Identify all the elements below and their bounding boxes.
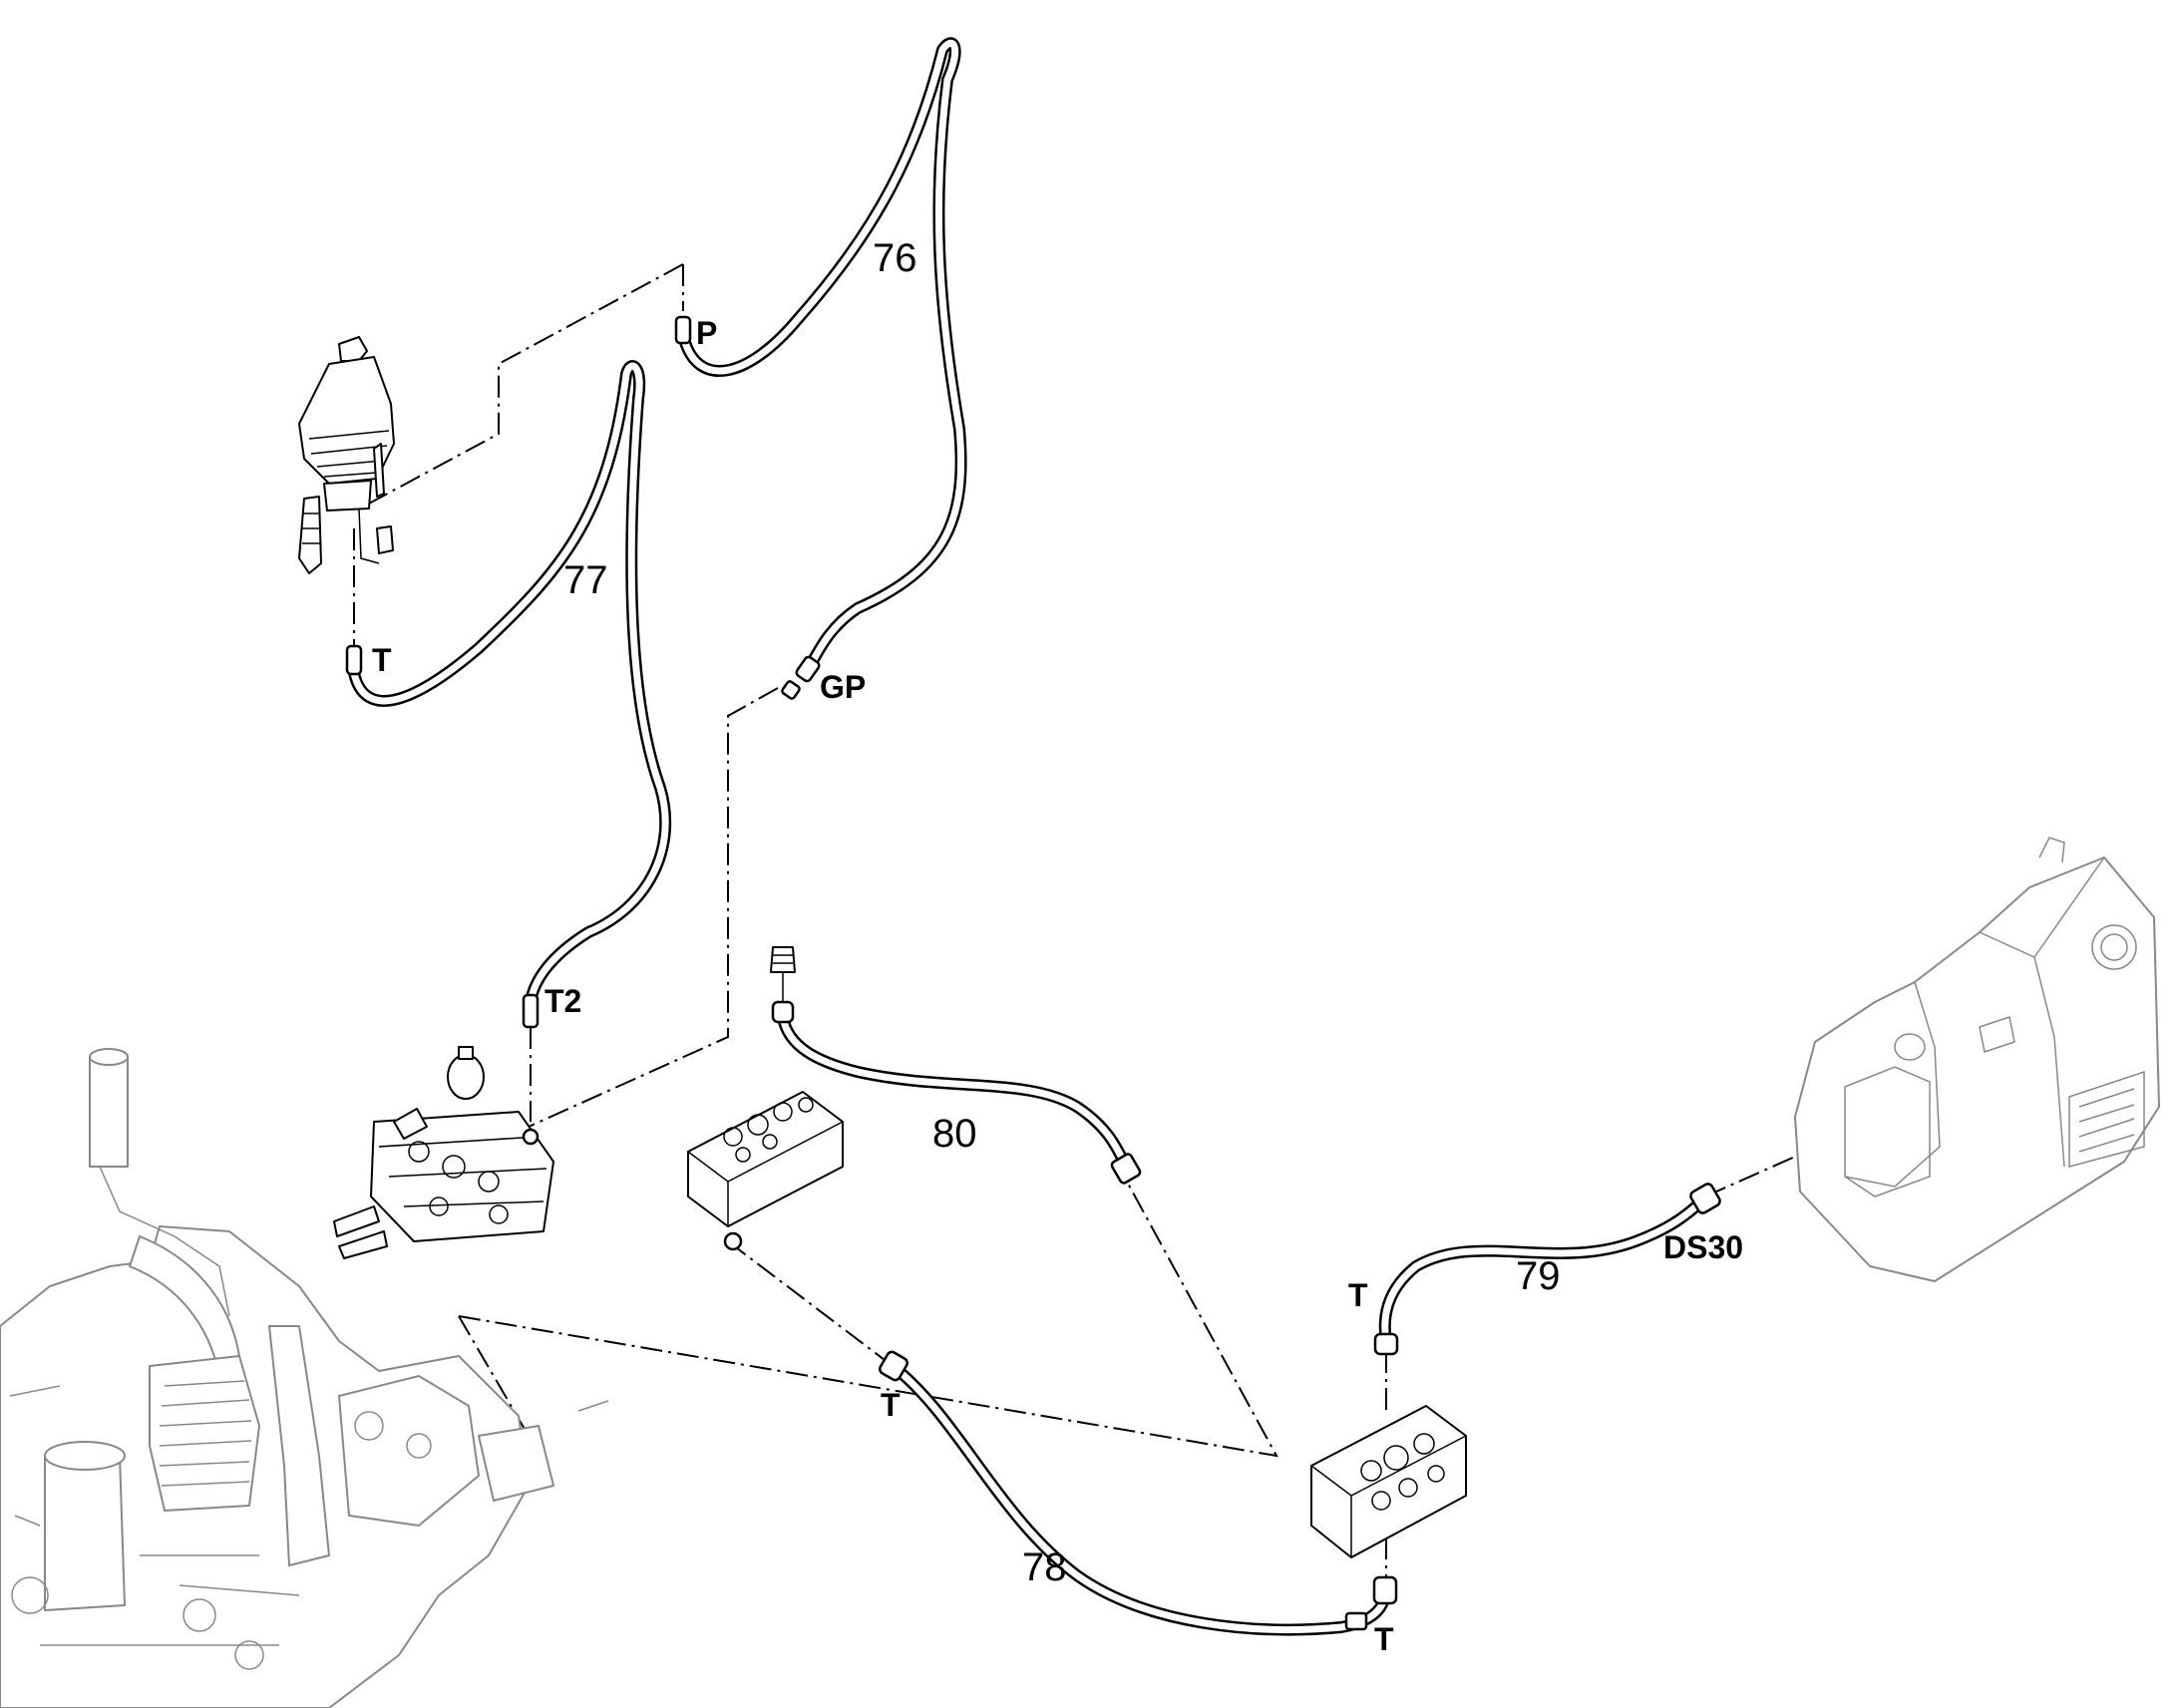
port-label-t-79: T xyxy=(1348,1277,1368,1313)
hose-76 xyxy=(678,37,967,676)
hose-label-77: 77 xyxy=(563,558,608,602)
manifold-block-icon xyxy=(687,1091,844,1251)
port-label-ds30: DS30 xyxy=(1663,1229,1743,1265)
joystick-control-icon xyxy=(298,336,395,574)
hose-labels: 76 77 78 79 80 xyxy=(563,236,1561,1589)
fitting-t2 xyxy=(522,993,540,1029)
fitting-78-right xyxy=(1372,1575,1398,1605)
fitting-adapter-icon xyxy=(770,946,796,1009)
operator-cab-icon xyxy=(1794,837,2160,1282)
connector-line-joystick xyxy=(368,263,684,505)
fitting-80-bottom xyxy=(1110,1153,1142,1185)
hose-fittings xyxy=(345,315,1721,1631)
fitting-79-t xyxy=(1373,1332,1399,1356)
port-label-p: P xyxy=(696,315,717,351)
hose-79 xyxy=(1378,1193,1711,1347)
fitting-p xyxy=(674,315,692,345)
hose-label-78: 78 xyxy=(1022,1545,1067,1589)
connector-line-block xyxy=(727,1240,894,1367)
hose-label-80: 80 xyxy=(932,1112,977,1156)
port-label-gp: GP xyxy=(820,669,866,705)
fitting-t-joystick xyxy=(345,644,363,676)
connector-line-gp xyxy=(528,687,779,1128)
fitting-78-crimp xyxy=(1344,1611,1368,1631)
port-label-t2: T2 xyxy=(545,983,581,1019)
fitting-gp-hose xyxy=(795,655,821,683)
control-valve-icon xyxy=(333,1046,554,1259)
fitting-80-top xyxy=(771,1000,795,1024)
engine-assembly-icon xyxy=(0,1048,609,1708)
fitting-78-left xyxy=(879,1350,908,1382)
connector-line-ds30 xyxy=(1704,1156,1796,1197)
hose-80 xyxy=(777,1011,1133,1175)
fitting-gp-port xyxy=(781,680,801,700)
hose-label-79: 79 xyxy=(1516,1254,1561,1298)
connection-lines xyxy=(353,263,1796,1580)
valve-block-icon xyxy=(1310,1405,1467,1558)
connector-line-80 xyxy=(458,1181,1278,1458)
port-labels: P GP T T2 T T T DS30 xyxy=(372,315,1743,1657)
port-label-t-78-left: T xyxy=(881,1387,901,1423)
hose-label-76: 76 xyxy=(873,236,917,280)
hose-77 xyxy=(348,360,672,1008)
port-label-t-78-right: T xyxy=(1374,1621,1394,1657)
port-label-t-joystick: T xyxy=(372,642,392,678)
fitting-ds30 xyxy=(1689,1183,1721,1214)
